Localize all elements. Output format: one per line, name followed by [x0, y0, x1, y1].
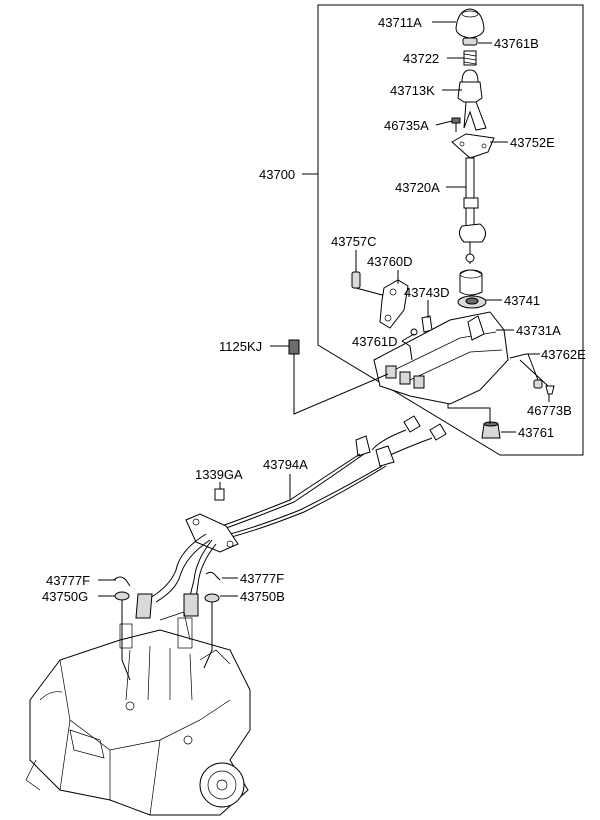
label-46735A: 46735A — [384, 118, 429, 133]
part-labels: 43711A 43761B 43722 43713K 46735A 43752E… — [42, 15, 586, 604]
bolt-43757C[interactable] — [351, 271, 387, 297]
shift-lever-rod[interactable] — [458, 157, 486, 264]
label-43777F-left: 43777F — [46, 573, 90, 588]
label-43762E: 43762E — [541, 347, 586, 362]
knob-spring[interactable] — [463, 50, 477, 66]
label-43760D: 43760D — [367, 254, 413, 269]
label-43794A: 43794A — [263, 457, 308, 472]
manual-transaxle[interactable] — [25, 611, 251, 816]
lever-bushing[interactable] — [459, 269, 483, 296]
label-43720A: 43720A — [395, 180, 440, 195]
lever-seat[interactable] — [457, 295, 487, 309]
cap-43762E[interactable] — [533, 379, 543, 389]
label-43777F-right: 43777F — [240, 571, 284, 586]
pin-43761D[interactable] — [410, 328, 418, 336]
label-43752E: 43752E — [510, 135, 555, 150]
label-1339GA: 1339GA — [195, 467, 243, 482]
lever-plate[interactable] — [451, 133, 495, 159]
label-43761D: 43761D — [352, 334, 398, 349]
washer-43750B[interactable] — [204, 593, 220, 603]
washer-43750G[interactable] — [114, 591, 130, 601]
label-43731A: 43731A — [516, 323, 561, 338]
clip-43777F-left[interactable] — [113, 576, 131, 587]
label-43750B: 43750B — [240, 589, 285, 604]
clip-43777F-right[interactable] — [205, 571, 221, 581]
label-1125KJ: 1125KJ — [219, 339, 262, 354]
shift-knob[interactable] — [455, 8, 485, 39]
shift-cable-assembly[interactable] — [135, 415, 447, 619]
label-43722: 43722 — [403, 51, 439, 66]
bracket-43760D[interactable] — [379, 279, 409, 329]
label-43700: 43700 — [259, 167, 295, 182]
label-43757C: 43757C — [331, 234, 377, 249]
label-46773B: 46773B — [527, 403, 572, 418]
label-43743D: 43743D — [404, 285, 450, 300]
bolt-46735A[interactable] — [451, 117, 461, 132]
leader-lines — [98, 21, 550, 681]
label-43761B: 43761B — [494, 36, 539, 51]
label-43741: 43741 — [504, 293, 540, 308]
knob-ring[interactable] — [462, 37, 478, 46]
shift-lever-housing[interactable] — [373, 311, 509, 405]
clip-43743D[interactable] — [421, 315, 433, 333]
assembly-boundary-box — [317, 4, 584, 456]
screw-46773B[interactable] — [545, 385, 555, 395]
bushing-43761[interactable] — [481, 421, 501, 439]
label-43711A: 43711A — [378, 15, 422, 30]
bolt-1125KJ[interactable] — [288, 339, 300, 368]
label-43750G: 43750G — [42, 589, 88, 604]
lever-boot-cap[interactable] — [457, 69, 487, 131]
label-43761: 43761 — [518, 425, 554, 440]
label-43713K: 43713K — [390, 83, 435, 98]
